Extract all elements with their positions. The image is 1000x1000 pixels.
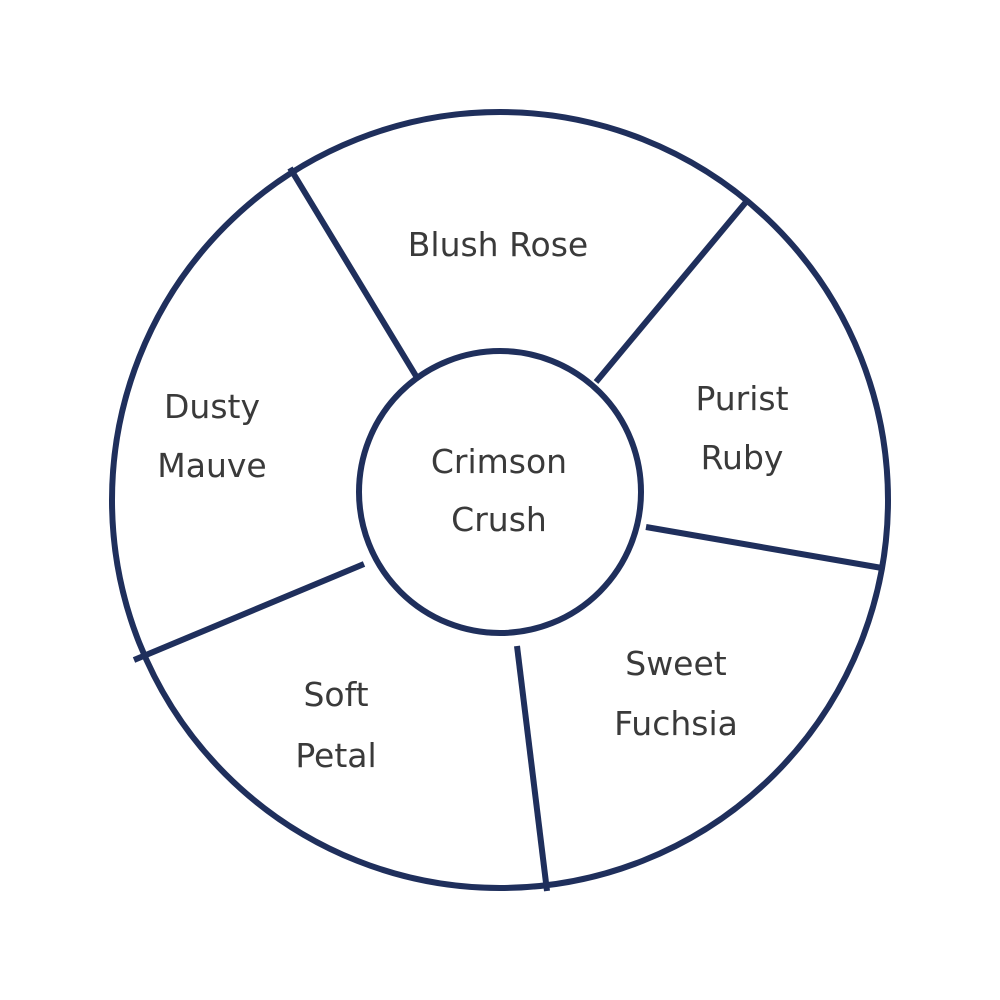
divider-line — [645, 524, 883, 571]
segment-label: Soft — [303, 675, 368, 714]
segment-dusty-mauve: Dusty Mauve — [157, 387, 266, 485]
segment-label: Mauve — [157, 446, 266, 485]
segment-label: Blush Rose — [408, 225, 588, 264]
divider-line — [514, 645, 550, 892]
divider-line — [132, 561, 366, 663]
segment-label: Ruby — [701, 438, 784, 477]
segment-blush-rose: Blush Rose — [408, 225, 588, 264]
center-label: Crush — [451, 500, 547, 539]
center-crimson-crush: Crimson Crush — [431, 442, 567, 539]
divider-line — [287, 166, 419, 378]
segment-label: Sweet — [625, 644, 727, 683]
segment-sweet-fuchsia: Sweet Fuchsia — [614, 644, 738, 743]
segment-purist-ruby: Purist Ruby — [695, 379, 788, 477]
segment-label: Fuchsia — [614, 704, 738, 743]
segment-label: Petal — [295, 736, 376, 775]
segment-label: Purist — [695, 379, 788, 418]
divider-line — [593, 200, 749, 384]
outer-circle — [109, 109, 891, 891]
center-label: Crimson — [431, 442, 567, 481]
segment-soft-petal: Soft Petal — [295, 675, 376, 775]
center-circle — [356, 348, 644, 636]
segment-label: Dusty — [164, 387, 260, 426]
